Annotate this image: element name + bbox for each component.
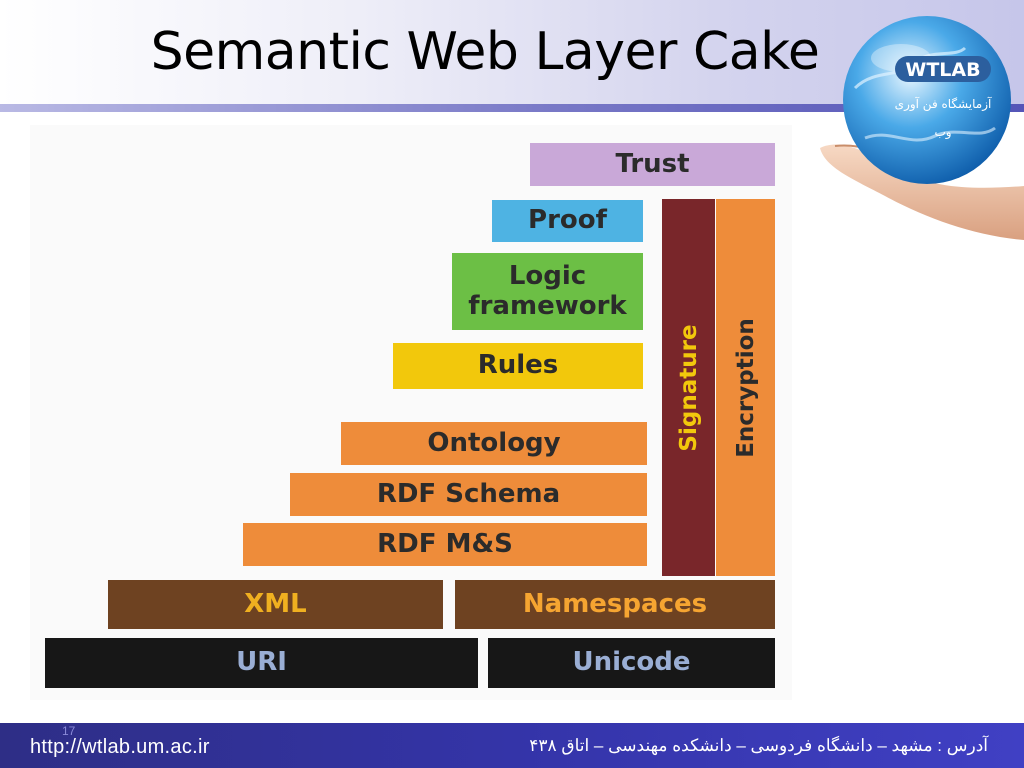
footer-bar bbox=[0, 723, 1024, 768]
footer-url[interactable]: http://wtlab.um.ac.ir bbox=[30, 736, 210, 758]
layer-logic-framework: Logic framework bbox=[452, 253, 643, 330]
layer-signature: Signature bbox=[662, 199, 715, 576]
layer-logic-label-1: Logic bbox=[508, 260, 587, 291]
layer-uri-label: URI bbox=[236, 647, 287, 678]
layer-logic-label-2: framework bbox=[468, 290, 627, 321]
layer-proof: Proof bbox=[492, 200, 643, 242]
layer-trust-label: Trust bbox=[615, 148, 690, 179]
layer-rules: Rules bbox=[393, 343, 643, 389]
layer-rules-label: Rules bbox=[477, 350, 559, 381]
logo-subtitle-1: آزمایشگاه فن آوری bbox=[895, 96, 992, 112]
layer-namespaces-label: Namespaces bbox=[522, 588, 708, 619]
layer-signature-label: Signature bbox=[675, 323, 702, 452]
layer-xml-label: XML bbox=[244, 588, 307, 619]
slide-number: 17 bbox=[62, 724, 76, 738]
slide-title: Semantic Web Layer Cake bbox=[150, 22, 820, 82]
title-underline bbox=[0, 104, 1024, 112]
layer-unicode-label: Unicode bbox=[572, 647, 691, 678]
layer-ontology: Ontology bbox=[341, 422, 647, 465]
hand-shape bbox=[820, 144, 1024, 240]
layer-ontology-label: Ontology bbox=[427, 427, 561, 458]
footer-address: آدرس : مشهد – دانشگاه فردوسی – دانشکده م… bbox=[529, 736, 988, 755]
layer-unicode: Unicode bbox=[488, 638, 775, 688]
layer-proof-label: Proof bbox=[528, 205, 607, 236]
logo-subtitle-2: وب bbox=[934, 125, 951, 140]
layer-xml: XML bbox=[108, 580, 443, 629]
layer-rdf-schema: RDF Schema bbox=[290, 473, 647, 516]
layer-namespaces: Namespaces bbox=[455, 580, 775, 629]
layer-trust: Trust bbox=[530, 143, 775, 186]
layer-uri: URI bbox=[45, 638, 478, 688]
layer-rdf-ms: RDF M&S bbox=[243, 523, 647, 566]
layer-rdf-ms-label: RDF M&S bbox=[377, 528, 513, 559]
wtlab-logo: WTLAB آزمایشگاه فن آوری وب bbox=[820, 16, 1024, 240]
layer-rdf-schema-label: RDF Schema bbox=[376, 478, 561, 509]
logo-brand: WTLAB bbox=[905, 59, 980, 81]
layer-encryption: Encryption bbox=[716, 199, 775, 576]
layer-encryption-label: Encryption bbox=[732, 317, 759, 458]
